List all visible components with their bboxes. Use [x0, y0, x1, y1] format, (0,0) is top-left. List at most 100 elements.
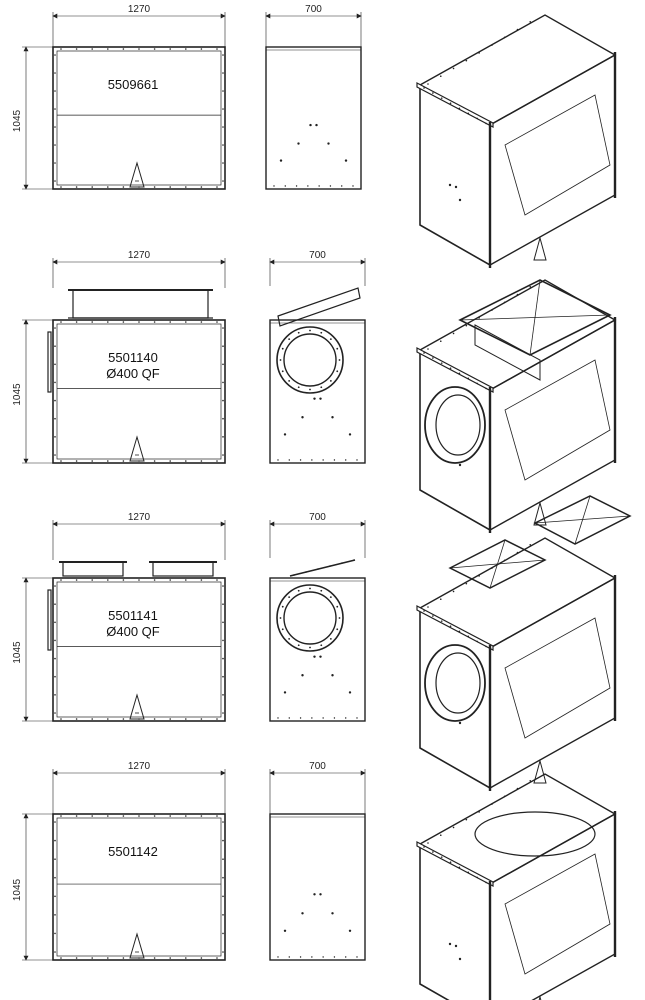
rivet-dot	[169, 460, 171, 462]
rivet-dot	[153, 957, 156, 959]
rivet-dot	[200, 718, 203, 720]
rivet-dot	[216, 321, 218, 323]
rivet-dot	[54, 585, 56, 587]
rivet-dot	[458, 957, 462, 961]
rivet-dot	[216, 186, 218, 188]
dimension-arrowhead	[220, 13, 226, 19]
dimension-arrowhead	[360, 259, 366, 265]
rivet-dot	[293, 574, 295, 576]
iso-front-flange	[416, 82, 494, 128]
iso-top-face	[418, 279, 617, 391]
rivet-dot	[427, 348, 429, 350]
rivet-dot	[216, 460, 218, 462]
rivet-dot	[222, 72, 224, 74]
rivet-dot	[427, 606, 429, 608]
rivet-dot	[60, 718, 62, 720]
model-code: 5509661	[108, 77, 159, 92]
rivet-dot	[279, 617, 282, 619]
rivet-dot	[305, 571, 307, 573]
iso-side-face	[489, 576, 616, 790]
rivet-dot	[200, 579, 203, 581]
rivet-dot	[329, 185, 332, 187]
rivet-dot	[331, 912, 334, 915]
rivet-dot	[432, 92, 434, 94]
rivet-dot	[449, 861, 452, 863]
rivet-dot	[440, 97, 443, 99]
height-dimension: 1045	[12, 641, 23, 664]
iso-front-face	[419, 842, 491, 1000]
front-inner-frame	[56, 581, 222, 718]
iso-inlet-opening	[435, 652, 481, 714]
rivet-dot	[345, 459, 347, 461]
dimension-arrowhead	[23, 184, 29, 190]
rivet-dot	[60, 815, 62, 817]
rivet-dot	[491, 309, 493, 311]
rivet-dot	[200, 48, 203, 50]
rivet-dot	[352, 185, 354, 187]
rivet-dot	[279, 359, 282, 361]
rivet-dot	[485, 387, 487, 390]
rivet-dot	[222, 657, 224, 660]
rivet-dot	[329, 379, 332, 382]
rivet-dot	[320, 331, 323, 334]
rivet-dot	[432, 357, 434, 359]
iso-top-face	[418, 773, 617, 885]
iso-inner-plate	[504, 94, 611, 216]
dimension-arrowhead	[23, 319, 29, 325]
dimension-arrowhead	[356, 13, 362, 19]
rivet-dot	[295, 185, 298, 187]
iso-front-face	[419, 83, 491, 267]
rivet-dot	[222, 345, 224, 347]
rivet-dot	[356, 459, 358, 461]
dimension-arrowhead	[52, 770, 58, 776]
rivet-dot	[317, 568, 319, 570]
rivet-dot	[54, 712, 56, 714]
inlet-opening	[283, 333, 337, 387]
rivet-dot	[222, 436, 224, 438]
rivet-dot	[138, 321, 140, 323]
rivet-dot	[281, 605, 284, 608]
rivet-dot	[54, 858, 56, 860]
rivet-dot	[331, 416, 334, 419]
rivet-dot	[307, 185, 309, 187]
rivet-dot	[309, 329, 311, 332]
rivet-dot	[465, 324, 468, 327]
rivet-dot	[476, 382, 478, 385]
rivet-dot	[200, 815, 203, 817]
rivet-dot	[75, 321, 78, 323]
rivet-dot	[54, 345, 56, 347]
rivet-dot	[91, 321, 93, 323]
rivet-dot	[222, 914, 224, 916]
rivet-dot	[503, 559, 506, 562]
rivet-dot	[297, 331, 300, 334]
rivet-dot	[222, 144, 224, 146]
rivet-dot	[185, 321, 187, 323]
rivet-dot	[216, 718, 218, 720]
rivet-dot	[185, 48, 187, 50]
rivet-dot	[222, 821, 224, 823]
dimension-arrowhead	[23, 46, 29, 52]
rivet-dot	[107, 815, 109, 817]
rivet-dot	[319, 397, 322, 400]
rivet-dot	[452, 67, 455, 70]
rivet-dot	[297, 589, 300, 592]
rivet-dot	[54, 54, 56, 56]
side-view: 700	[269, 250, 366, 464]
rivet-dot	[138, 579, 140, 581]
rivet-dot	[476, 876, 478, 879]
rivet-dot	[91, 460, 93, 462]
rivet-dot	[329, 338, 332, 341]
rivet-dot	[322, 459, 324, 461]
rivet-dot	[299, 956, 302, 958]
dimension-arrowhead	[220, 521, 226, 527]
rivet-dot	[341, 185, 343, 187]
isometric-view	[416, 14, 617, 268]
rivet-dot	[200, 957, 203, 959]
rivet-dot	[60, 186, 62, 188]
rivet-dot	[153, 460, 156, 462]
rivet-dot	[54, 895, 56, 898]
rivet-dot	[54, 327, 56, 329]
front-inner-frame	[56, 323, 222, 460]
rivet-dot	[333, 717, 336, 719]
